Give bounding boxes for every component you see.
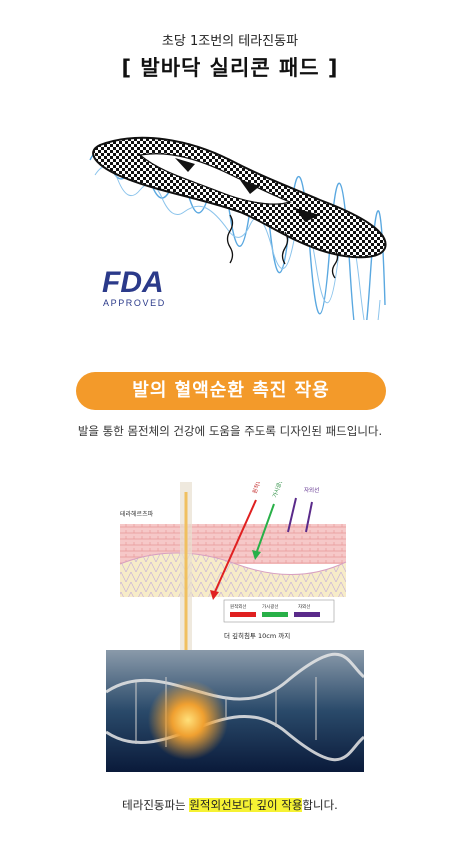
fda-approved-logo: FDA APPROVED bbox=[100, 262, 186, 312]
legend-infrared-label: 원적외선 bbox=[230, 603, 247, 610]
legend-uv-label: 자외선 bbox=[298, 603, 310, 610]
feature-description: 발을 통한 몸전체의 건강에 도움을 주도록 디자인된 패드입니다. bbox=[77, 424, 383, 438]
legend-visible-label: 가시광선 bbox=[262, 603, 279, 610]
fda-logo-text: FDA bbox=[102, 266, 164, 299]
visible-ray bbox=[255, 503, 275, 555]
page-title: [ 발바닥 실리콘 패드 ] bbox=[121, 56, 339, 80]
fda-approved-label: APPROVED bbox=[103, 298, 166, 308]
infrared-ray bbox=[213, 499, 257, 595]
label-terahertz: 테라헤르츠파 bbox=[120, 510, 154, 518]
dna-image bbox=[106, 650, 364, 772]
footer-highlight: 원적외선보다 깊이 작용 bbox=[189, 798, 303, 812]
penetration-diagram: 테라헤르츠파 원적외선 가시광선 자외선 원적외선 가시광선 자외선 더 깊히침… bbox=[106, 482, 364, 772]
ray-legend bbox=[223, 599, 335, 623]
feature-pill: 발의 혈액순환 촉진 작용 bbox=[76, 372, 386, 410]
tissue-layer bbox=[120, 553, 346, 597]
label-uv: 자외선 bbox=[304, 486, 319, 494]
footer-text: 테라진동파는 원적외선보다 깊이 작용합니다. bbox=[0, 797, 460, 813]
subtitle: 초당 1조번의 테라진동파 bbox=[161, 34, 299, 49]
insole-illustration bbox=[89, 136, 387, 320]
depth-caption: 더 깊히침투 10cm 까지 bbox=[224, 631, 290, 640]
footer-text-before: 테라진동파는 bbox=[122, 798, 190, 812]
uv-ray bbox=[287, 497, 297, 533]
footer-text-after: 합니다. bbox=[302, 798, 338, 812]
